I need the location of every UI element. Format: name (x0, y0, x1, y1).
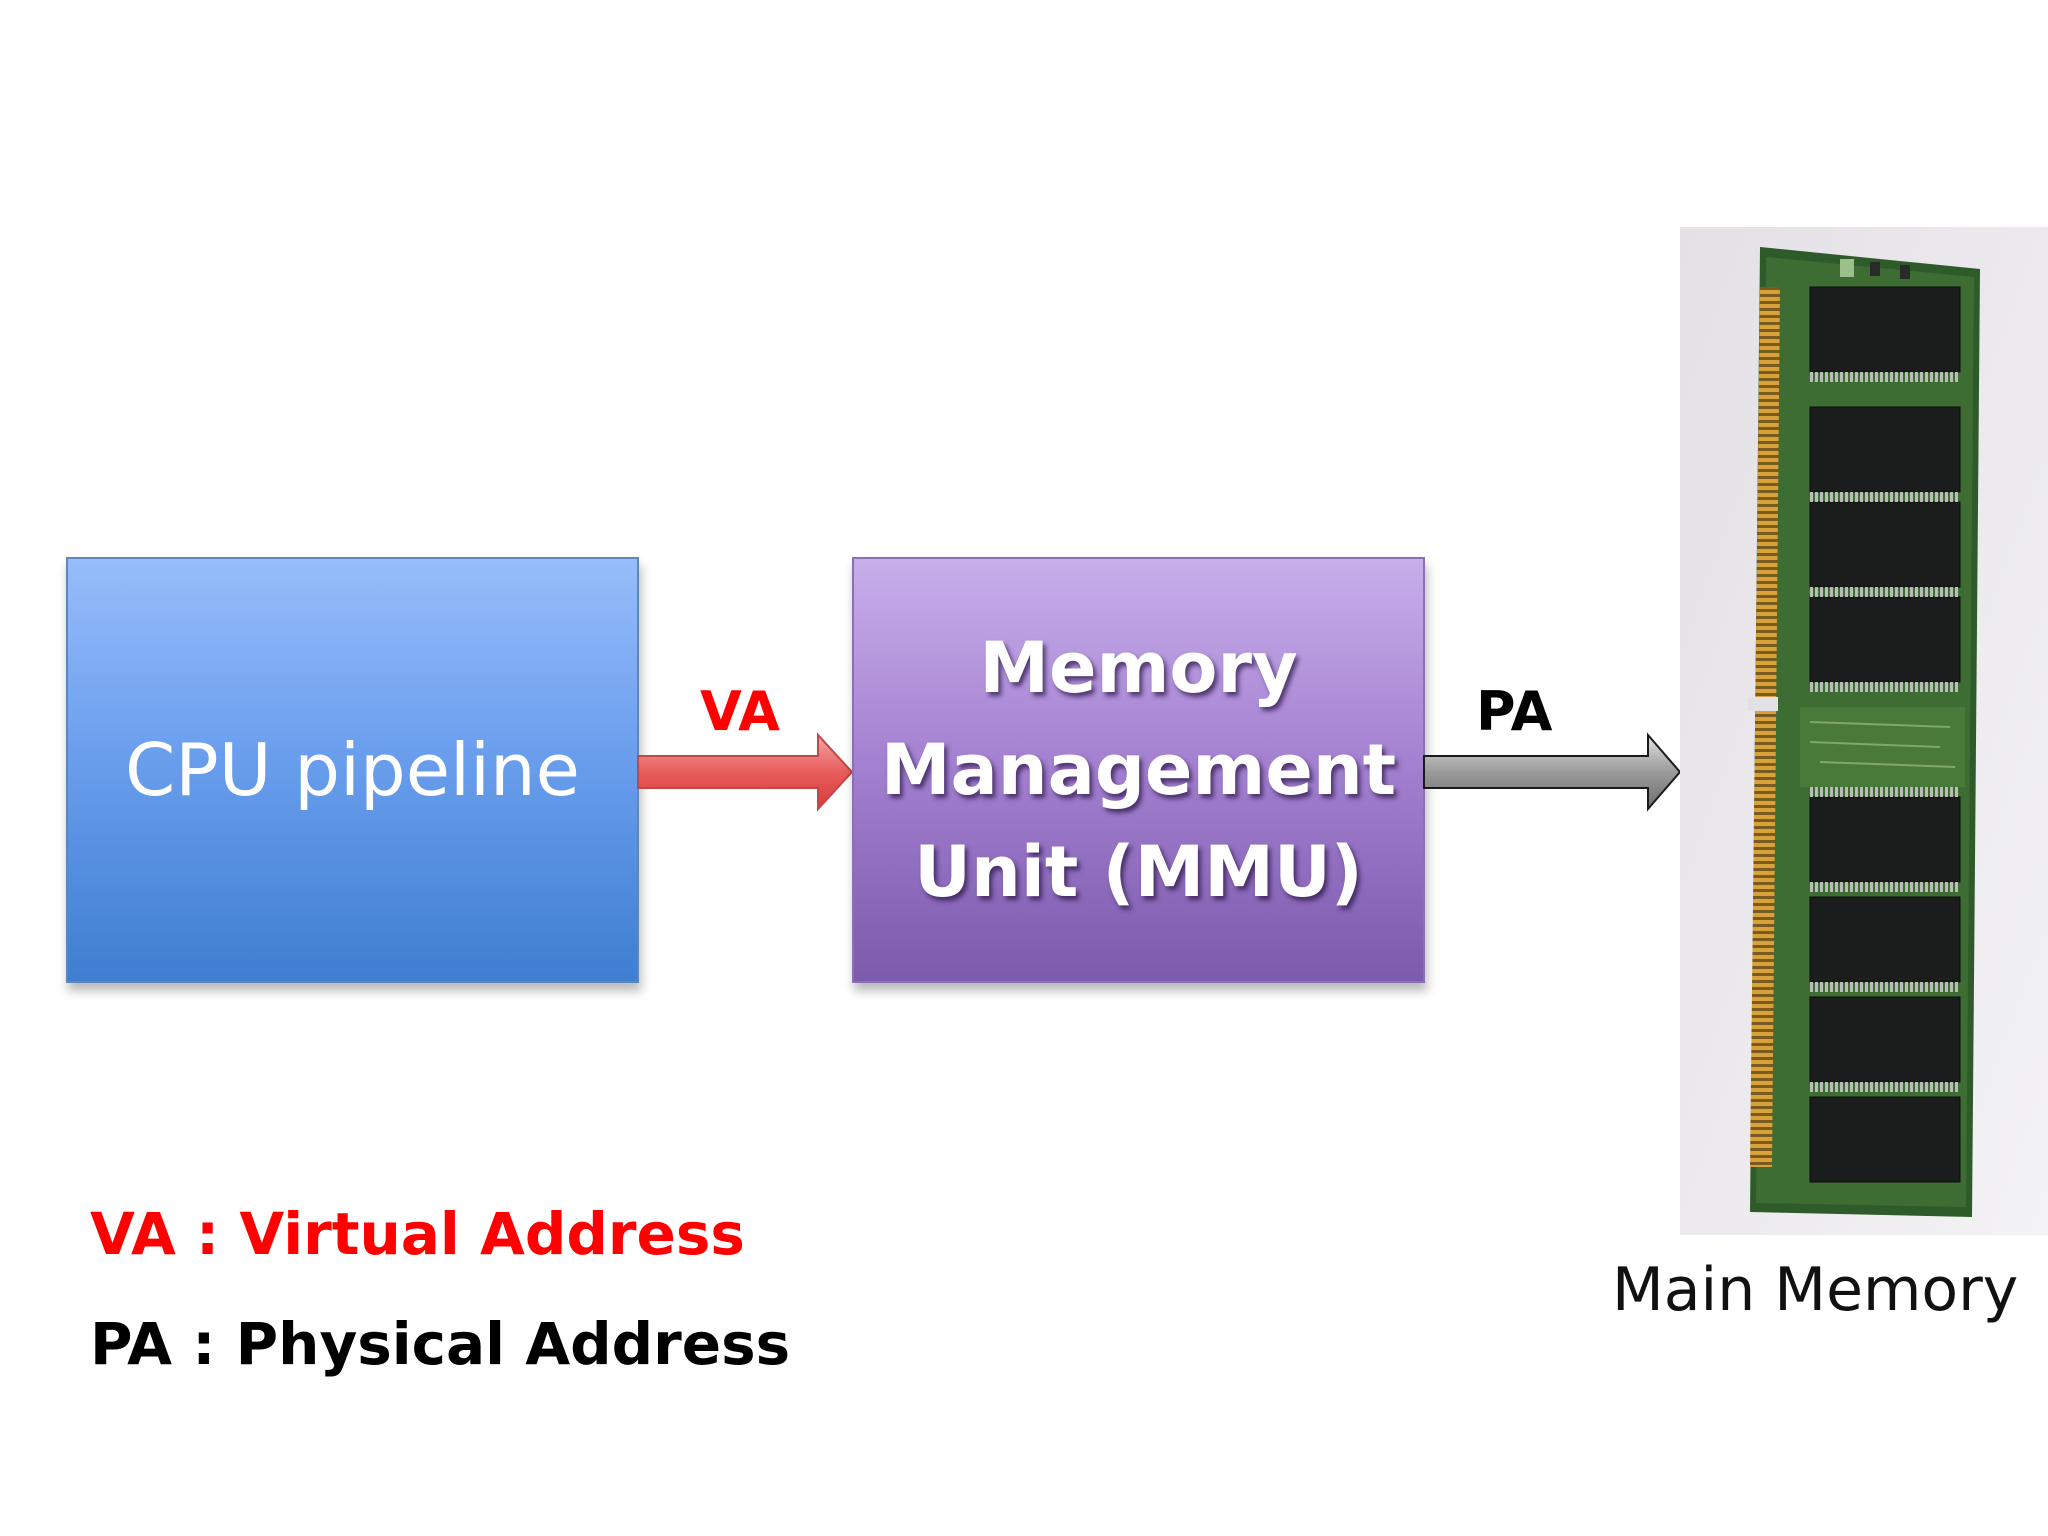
main-memory-label: Main Memory (1612, 1255, 2019, 1325)
ram-module-image (1680, 227, 2048, 1235)
cpu-pipeline-label: CPU pipeline (125, 728, 580, 812)
pa-arrow (1423, 732, 1682, 812)
legend-virtual-address: VA : Virtual Address (90, 1200, 745, 1268)
mmu-label-line-3: Unit (MMU) (914, 831, 1363, 913)
cpu-pipeline-box: CPU pipeline (66, 557, 639, 983)
pa-arrow-label: PA (1476, 680, 1553, 743)
mmu-box: Memory Management Unit (MMU) (852, 557, 1425, 983)
legend-physical-address: PA : Physical Address (90, 1310, 791, 1378)
va-arrow (637, 732, 854, 812)
mmu-label: Memory Management Unit (MMU) (881, 617, 1396, 923)
mmu-label-line-2: Management (880, 729, 1397, 811)
mmu-label-line-1: Memory (979, 627, 1298, 709)
va-arrow-label: VA (700, 680, 780, 743)
